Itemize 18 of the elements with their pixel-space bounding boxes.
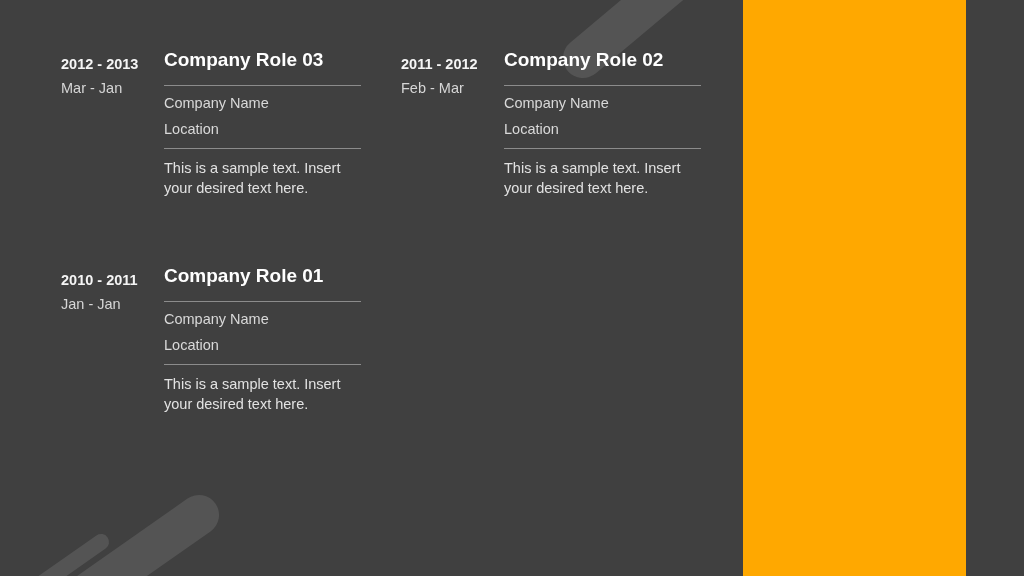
description-text: This is a sample text. Insert your desired text here. [164, 159, 342, 198]
location-text: Location [164, 336, 219, 355]
description-text: This is a sample text. Insert your desired text here. [504, 159, 682, 198]
company-name-text: Company Name [164, 310, 269, 329]
location-text: Location [504, 120, 559, 139]
month-range: Mar - Jan [61, 79, 123, 97]
company-name-text: Company Name [164, 94, 269, 113]
month-range: Feb - Mar [401, 79, 464, 97]
role-title: Company Role 01 [164, 264, 324, 288]
description-text: This is a sample text. Insert your desired text here. [164, 375, 342, 414]
month-range: Jan - Jan [61, 295, 121, 313]
date-range: 2010 - 2011 [61, 271, 138, 289]
role-title: Company Role 03 [164, 48, 324, 72]
company-name-text: Company Name [504, 94, 609, 113]
date-range: 2011 - 2012 [401, 55, 478, 73]
location-text: Location [164, 120, 219, 139]
role-title: Company Role 02 [504, 48, 664, 72]
date-range: 2012 - 2013 [61, 55, 139, 73]
